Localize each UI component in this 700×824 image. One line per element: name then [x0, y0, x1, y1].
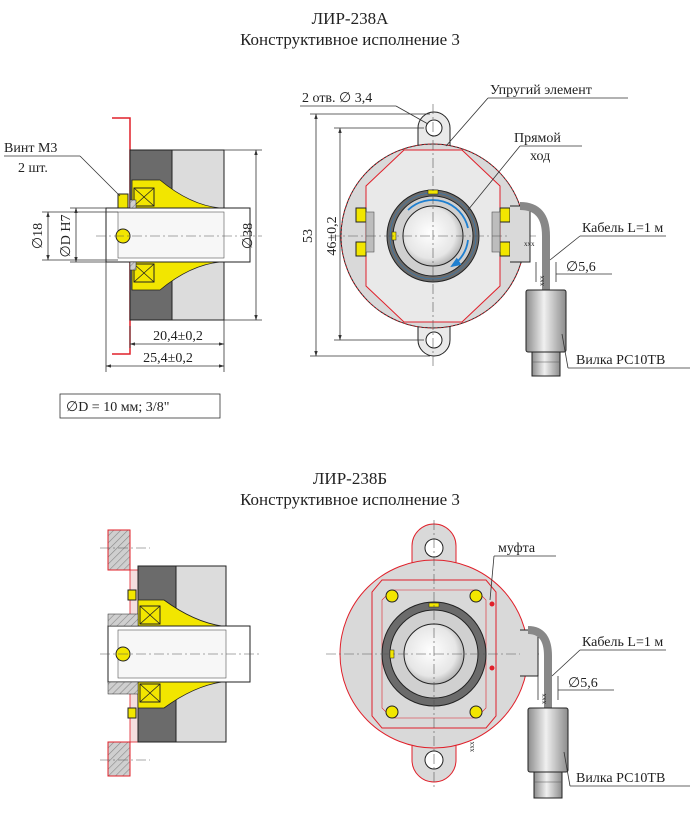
dim-46-a: 46±0,2 [325, 216, 340, 255]
section-a: ЛИР-238А Конструктивное исполнение 3 [4, 9, 690, 419]
screw-label-a: Винт М3 [4, 141, 57, 156]
cable-outlet-b [520, 629, 539, 677]
cable-label-b: Кабель L=1 м [582, 635, 663, 650]
cable-label-a: Кабель L=1 м [582, 221, 663, 236]
mount-hole-bottom-a [425, 331, 443, 349]
dim-dia18-a: ∅18 [31, 223, 46, 249]
cable-dia-a: ∅5,6 [566, 260, 596, 275]
clamp-right-bottom-a [499, 241, 511, 257]
dim-dia38-a: ∅38 [241, 223, 256, 249]
side-view-b [100, 529, 262, 777]
coupling-outline-b [371, 579, 497, 729]
section-b-subtitle: Конструктивное исполнение 3 [240, 490, 460, 509]
cable-b [527, 626, 552, 708]
section-b: ЛИР-238Б Конструктивное исполнение 3 [100, 469, 690, 799]
stroke-label-2-a: ход [530, 149, 550, 164]
screw-top-a [117, 193, 129, 209]
cable-outlet-a [510, 205, 531, 263]
cable-a [519, 202, 550, 290]
xxx-mark-cable-b: xxx [540, 693, 548, 704]
clamp-left-top-a [355, 207, 367, 223]
clamp-left-bottom-a [355, 241, 367, 257]
cable-dia-b: ∅5,6 [568, 676, 598, 691]
xxx-mark-cable-a: xxx [538, 275, 546, 286]
front-view-b: xxx xxx муфта Кабель L=1 м ∅5,6 Вилка РС… [326, 520, 690, 799]
xxx-mark-a: xxx [524, 240, 535, 248]
coupling-label-b: муфта [498, 541, 536, 556]
bore-note-box [59, 393, 221, 419]
disk-bottom-a [171, 261, 225, 321]
section-b-title: ЛИР-238Б [313, 469, 387, 488]
bore-note: ∅D = 10 мм; 3/8" [66, 400, 169, 415]
dim-outer-a: 25,4±0,2 [143, 351, 193, 366]
screw-top-b [127, 589, 137, 601]
side-view-a: ∅18 ∅D H7 ∅38 20,4±0,2 25,4±0,2 Винт М3 … [4, 117, 262, 419]
front-view-a: xxx xxx 53 46±0,2 2 отв. ∅ 3,4 Упругий э… [300, 83, 690, 377]
rotation-arrow-a [407, 199, 469, 229]
screw-count-a: 2 шт. [18, 161, 48, 176]
section-a-subtitle: Конструктивное исполнение 3 [240, 30, 460, 49]
elastic-label-a: Упругий элемент [490, 83, 592, 98]
dim-inner-a: 20,4±0,2 [153, 329, 203, 344]
plug-a [525, 289, 567, 353]
clamp-right-top-a [499, 207, 511, 223]
plug-label-a: Вилка РС10ТВ [576, 353, 665, 368]
section-a-title: ЛИР-238А [312, 9, 389, 28]
holes-label-a: 2 отв. ∅ 3,4 [302, 91, 372, 106]
stroke-label-1-a: Прямой [514, 131, 561, 146]
flange-bottom-b [107, 741, 131, 777]
flange-top-b [107, 529, 131, 571]
plug-label-b: Вилка РС10ТВ [576, 771, 665, 786]
screw-bottom-b [127, 707, 137, 719]
xxx-mark-b: xxx [468, 741, 476, 752]
dim-diaD-a: ∅D H7 [59, 215, 74, 258]
dim-53-a: 53 [301, 229, 316, 243]
plug-b [527, 707, 569, 773]
mount-hole-top-a [425, 119, 443, 137]
